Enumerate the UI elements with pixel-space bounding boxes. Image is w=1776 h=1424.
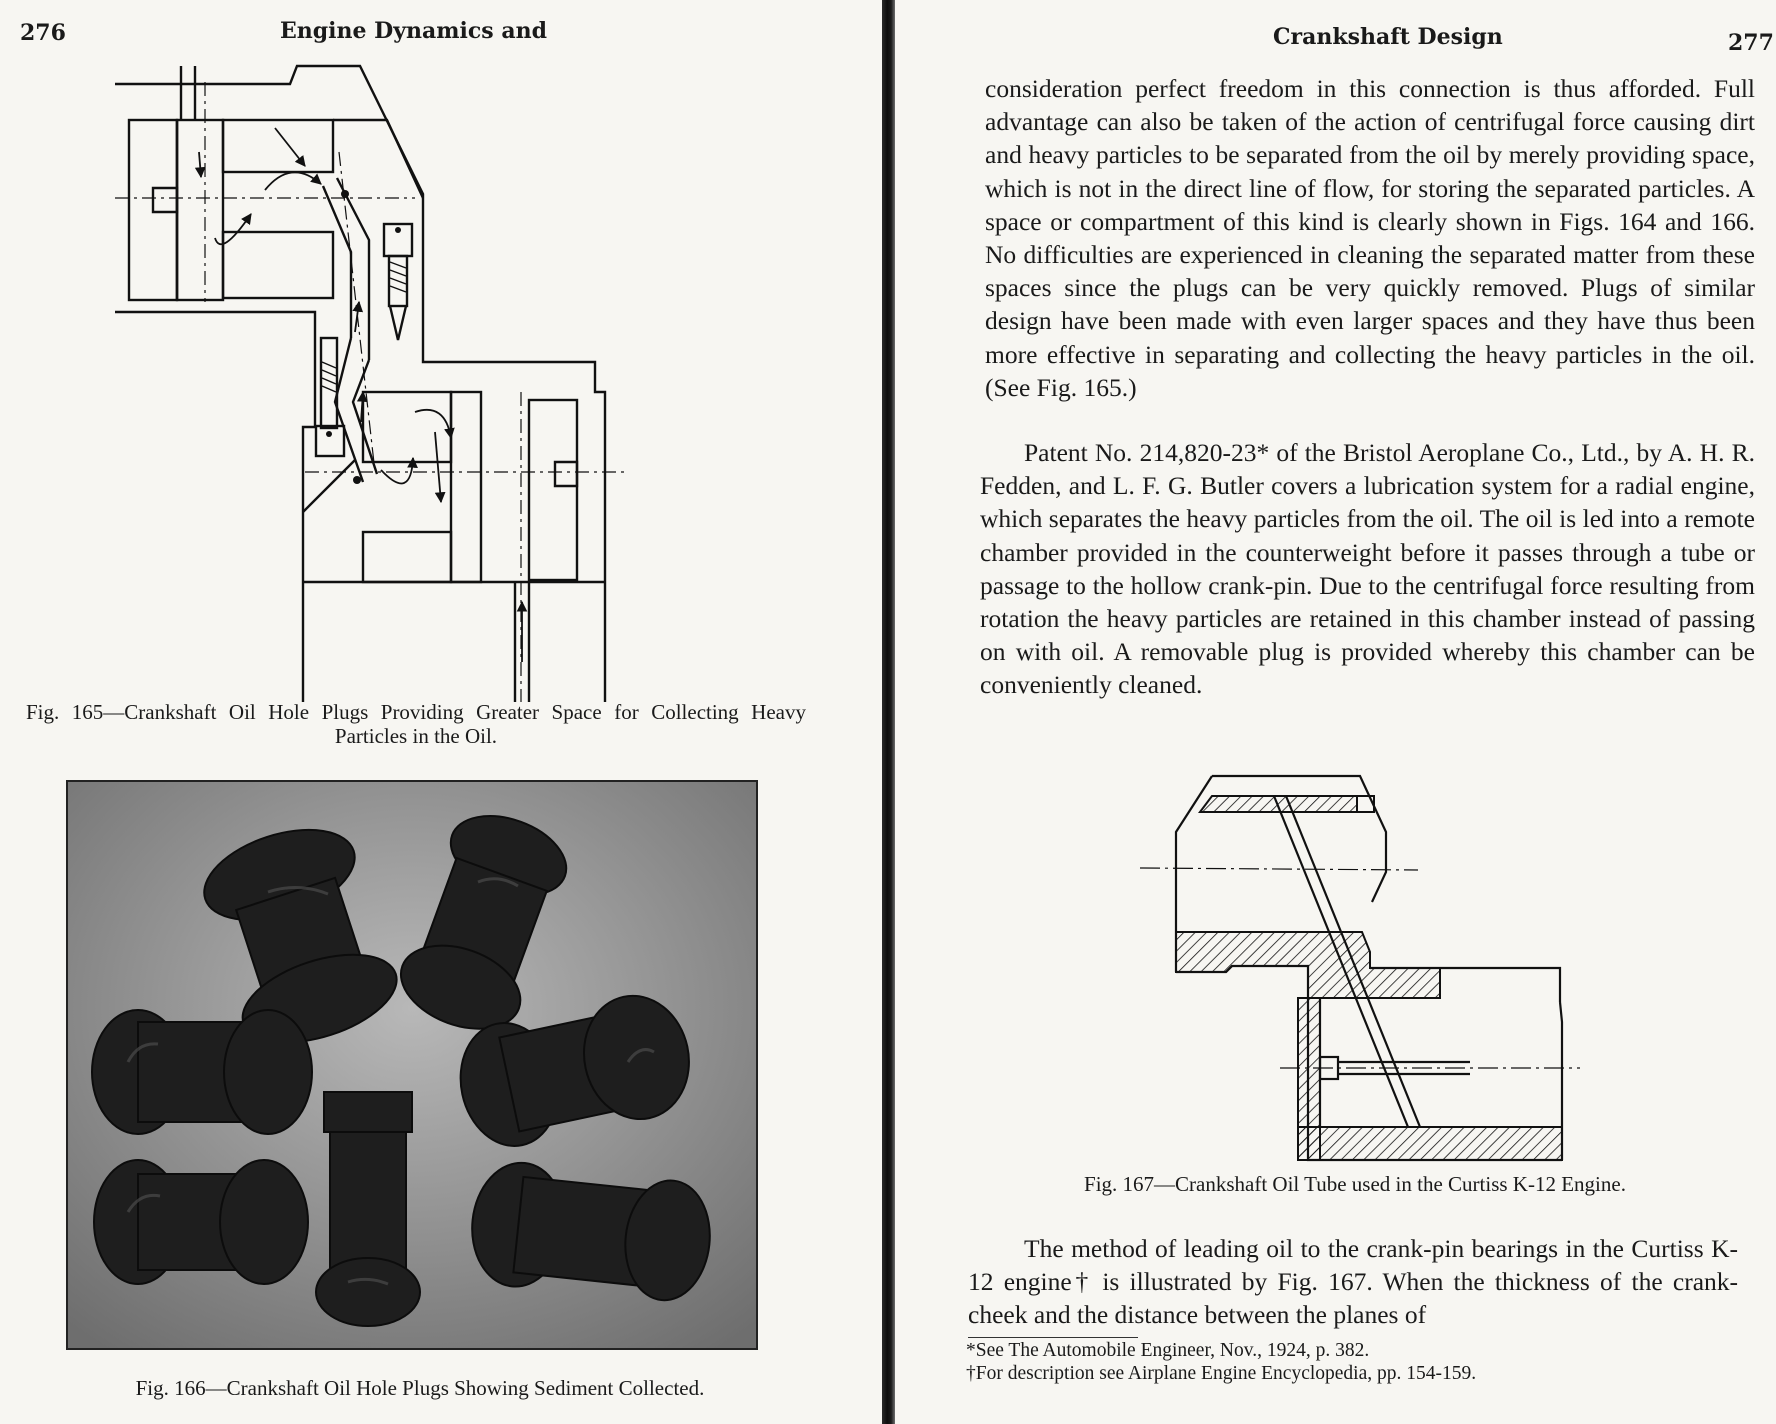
fig-165-crankshaft-drawing	[115, 64, 625, 702]
running-head-left: Engine Dynamics and	[280, 18, 547, 44]
fig-166-photo-oil-hole-plugs	[66, 780, 758, 1350]
fig-166-caption: Fig. 166—Crankshaft Oil Hole Plugs Showi…	[135, 1376, 705, 1400]
book-gutter	[882, 0, 895, 1424]
fig-165-caption: Fig. 165—Crankshaft Oil Hole Plugs Provi…	[26, 700, 806, 748]
fig-167-caption: Fig. 167—Crankshaft Oil Tube used in the…	[1084, 1172, 1626, 1196]
paragraph-centrifugal-separation: consideration perfect freedom in this co…	[985, 74, 1755, 402]
footnote-automobile-engineer: *See The Automobile Engineer, Nov., 1924…	[966, 1340, 1370, 1361]
running-head-right: Crankshaft Design	[1273, 24, 1503, 50]
footnote-airplane-encyclopedia: †For description see Airplane Engine Enc…	[966, 1363, 1477, 1384]
left-page: 276 Engine Dynamics and	[0, 0, 882, 1424]
page-number-left: 276	[20, 20, 66, 46]
footnote-rule	[968, 1337, 1138, 1338]
right-page: Crankshaft Design 277	[895, 0, 1776, 1424]
page-number-right: 277	[1728, 30, 1774, 56]
paragraph-curtiss-k12: The method of leading oil to the crank-p…	[968, 1234, 1738, 1330]
paragraph-bristol-patent: Patent No. 214,820-23* of the Bristol Ae…	[980, 438, 1755, 700]
fig-167-crankshaft-oil-tube-drawing	[1140, 774, 1580, 1162]
